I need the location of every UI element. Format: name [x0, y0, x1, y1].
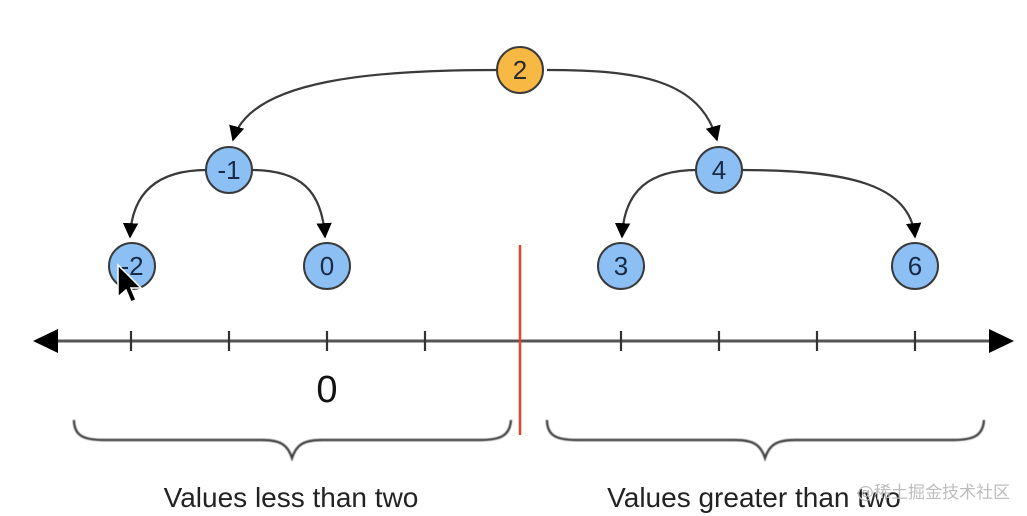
edge-4-to-3	[614, 168, 698, 239]
edge-2-to-4	[546, 68, 721, 142]
number-line-ticks	[129, 331, 917, 351]
edge-minus1-to-0	[250, 168, 332, 239]
edge-4-to-6	[740, 168, 922, 239]
tree-node: 0	[303, 242, 351, 290]
tree-node: -1	[205, 146, 253, 194]
tree-node: 4	[695, 146, 743, 194]
node-circle	[303, 242, 351, 290]
left-group-caption: Values less than two	[164, 482, 419, 513]
node-circle	[695, 146, 743, 194]
left-arrow-icon	[33, 329, 58, 353]
tree-node: 2	[496, 46, 544, 94]
left-brace	[72, 419, 513, 462]
edge-2-to-minus1	[229, 68, 502, 142]
mouse-cursor-icon	[117, 263, 143, 303]
watermark: @稀土掘金技术社区	[857, 483, 1010, 503]
right-brace	[545, 419, 986, 462]
node-value: -1	[217, 155, 240, 185]
node-circle	[597, 242, 645, 290]
edge-minus1-to-minus2	[122, 168, 208, 239]
node-value: 4	[712, 155, 726, 185]
root-node-circle	[496, 46, 544, 94]
group-braces	[72, 419, 986, 462]
node-value: 2	[513, 55, 527, 85]
node-value: 6	[908, 251, 922, 281]
tree-edges	[122, 68, 922, 239]
right-arrow-icon	[989, 329, 1014, 353]
tree-node: 6	[891, 242, 939, 290]
number-line: 0	[33, 245, 1014, 435]
node-value: 3	[614, 251, 628, 281]
node-circle	[891, 242, 939, 290]
node-circle	[205, 146, 253, 194]
zero-tick-label: 0	[316, 369, 337, 411]
node-value: 0	[320, 251, 334, 281]
right-group-caption: Values greater than two	[607, 482, 901, 513]
tree-node: 3	[597, 242, 645, 290]
